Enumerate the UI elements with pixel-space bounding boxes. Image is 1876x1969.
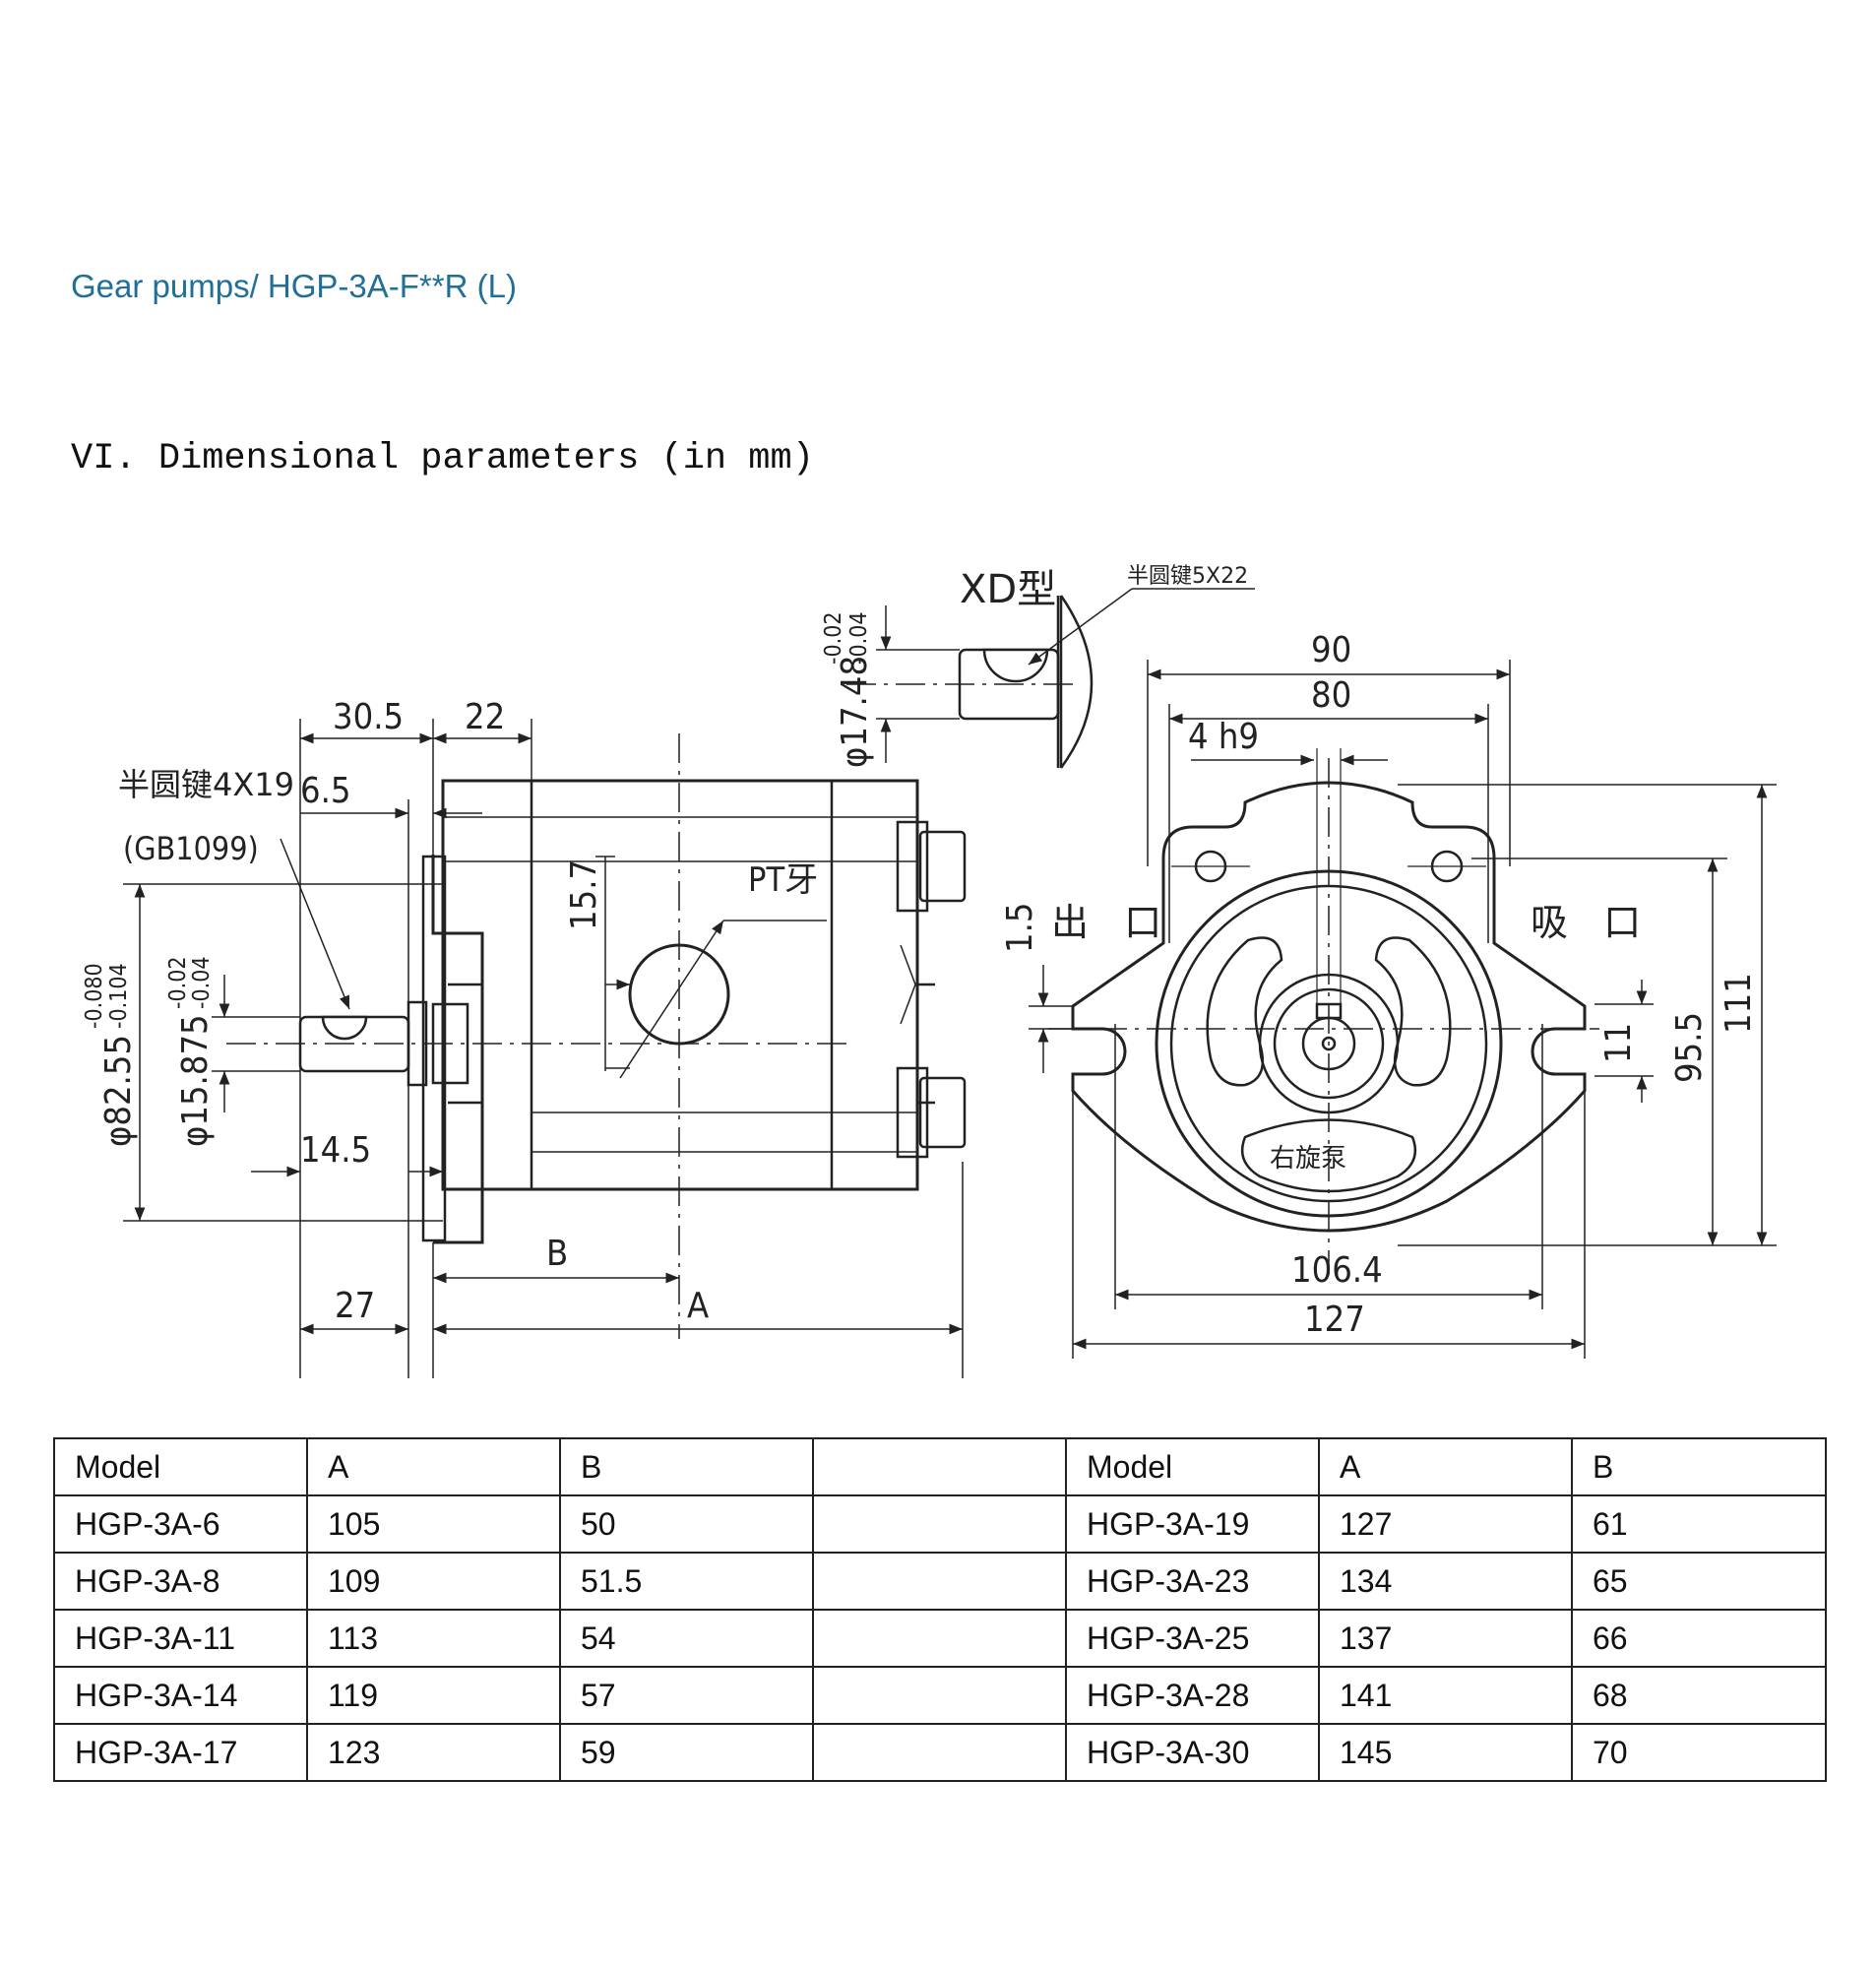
table-cell: 105: [306, 1494, 561, 1554]
table-cell: [812, 1552, 1067, 1611]
dim-30-5: 30.5: [333, 697, 404, 737]
technical-drawing: 30.5 22 6.5 半圆键4X19 (GB1099) 14.5 PT牙 B …: [82, 564, 1777, 1378]
xd-shaft-detail: [846, 588, 1255, 769]
front-view: [1029, 660, 1777, 1359]
table-cell: 50: [559, 1494, 814, 1554]
table-cell: HGP-3A-28: [1065, 1666, 1320, 1725]
dia-82-55-tol-lower: -0.104: [106, 963, 132, 1029]
table-cell: HGP-3A-30: [1065, 1723, 1320, 1782]
side-view-labels: 30.5 22 6.5 半圆键4X19 (GB1099) 14.5 PT牙 B …: [82, 697, 818, 1326]
table-cell: HGP-3A-17: [53, 1723, 308, 1782]
table-cell: 65: [1571, 1552, 1827, 1611]
dim-127: 127: [1304, 1300, 1365, 1340]
dim-111: 111: [1719, 973, 1759, 1034]
table-row: HGP-3A-8 109 51.5 HGP-3A-23 134 65: [53, 1552, 1827, 1611]
dim-11: 11: [1598, 1023, 1639, 1063]
table-cell: 70: [1571, 1723, 1827, 1782]
dim-15-7: 15.7: [564, 859, 604, 930]
side-view: [123, 719, 967, 1378]
table-cell: 109: [306, 1552, 561, 1611]
port-thread-label: PT牙: [748, 860, 818, 900]
dia-17-48-tol-lower: -0.04: [846, 611, 872, 665]
key-standard-label: (GB1099): [123, 830, 259, 867]
table-cell: 68: [1571, 1666, 1827, 1725]
table-row: HGP-3A-11 113 54 HGP-3A-25 137 66: [53, 1609, 1827, 1668]
table-cell: HGP-3A-6: [53, 1494, 308, 1554]
table-row: HGP-3A-14 119 57 HGP-3A-28 141 68: [53, 1666, 1827, 1725]
dim-95-5: 95.5: [1669, 1012, 1710, 1083]
table-cell: [812, 1609, 1067, 1668]
table-header-cell: B: [1571, 1437, 1827, 1496]
table-cell: 141: [1318, 1666, 1573, 1725]
front-view-labels: 90 80 4 h9 出 口 吸 口 1.5 11 95.5 111 106.4…: [1000, 630, 1759, 1340]
table-cell: [812, 1666, 1067, 1725]
dia-17-48: φ17.48: [835, 656, 875, 768]
dia-15-875: φ15.875: [175, 1014, 216, 1147]
dim-b: B: [546, 1234, 568, 1274]
table-cell: 61: [1571, 1494, 1827, 1554]
inlet-label: 吸 口: [1531, 901, 1653, 944]
dim-6-5: 6.5: [300, 771, 351, 811]
table-header-cell: B: [559, 1437, 814, 1496]
table-cell: HGP-3A-11: [53, 1609, 308, 1668]
table-row: HGP-3A-17 123 59 HGP-3A-30 145 70: [53, 1723, 1827, 1782]
table-cell: HGP-3A-19: [1065, 1494, 1320, 1554]
table-cell: 59: [559, 1723, 814, 1782]
table-header-cell: Model: [53, 1437, 308, 1496]
half-round-key-label: 半圆键4X19: [118, 766, 294, 803]
dim-a: A: [687, 1286, 709, 1326]
dim-80: 80: [1311, 675, 1351, 716]
xd-type-label: XD型: [960, 567, 1056, 612]
dim-4-h9: 4 h9: [1188, 717, 1259, 757]
table-cell: 145: [1318, 1723, 1573, 1782]
table-cell: HGP-3A-8: [53, 1552, 308, 1611]
dim-22: 22: [465, 697, 505, 737]
dim-106-4: 106.4: [1291, 1250, 1383, 1291]
table-header-cell: A: [306, 1437, 561, 1496]
section-title: VI. Dimensional parameters (in mm): [71, 438, 814, 479]
outlet-label: 出 口: [1051, 901, 1173, 944]
table-cell: 123: [306, 1723, 561, 1782]
dimension-table: Model A B Model A B HGP-3A-6 105 50 HGP-…: [53, 1437, 1827, 1782]
table-cell: 134: [1318, 1552, 1573, 1611]
dim-90: 90: [1311, 630, 1351, 670]
dia-82-55: φ82.55: [98, 1035, 139, 1147]
dia-82-55-tol-upper: -0.080: [82, 963, 107, 1029]
table-cell: HGP-3A-14: [53, 1666, 308, 1725]
table-cell: 137: [1318, 1609, 1573, 1668]
xd-key-label: 半圆键5X22: [1127, 564, 1248, 589]
dim-14-5: 14.5: [300, 1130, 371, 1171]
table-cell: [812, 1723, 1067, 1782]
table-header-cell: A: [1318, 1437, 1573, 1496]
table-cell: 66: [1571, 1609, 1827, 1668]
dim-1-5: 1.5: [1000, 903, 1040, 954]
table-header-row: Model A B Model A B: [53, 1437, 1827, 1496]
dia-15-875-tol-upper: -0.02: [165, 956, 191, 1009]
table-cell: 51.5: [559, 1552, 814, 1611]
table-cell: HGP-3A-23: [1065, 1552, 1320, 1611]
rotation-label: 右旋泵: [1270, 1144, 1346, 1174]
table-header-cell: [812, 1437, 1067, 1496]
dia-15-875-tol-lower: -0.04: [189, 956, 215, 1009]
table-header-cell: Model: [1065, 1437, 1320, 1496]
table-cell: [812, 1494, 1067, 1554]
xd-detail-labels: XD型 半圆键5X22 φ17.48 -0.02 -0.04: [821, 564, 1248, 768]
dia-17-48-tol-upper: -0.02: [821, 611, 846, 665]
table-cell: HGP-3A-25: [1065, 1609, 1320, 1668]
table-cell: 113: [306, 1609, 561, 1668]
product-title: Gear pumps/ HGP-3A-F**R (L): [71, 268, 517, 304]
table-cell: 57: [559, 1666, 814, 1725]
table-cell: 119: [306, 1666, 561, 1725]
table-row: HGP-3A-6 105 50 HGP-3A-19 127 61: [53, 1494, 1827, 1554]
table-cell: 54: [559, 1609, 814, 1668]
dim-27: 27: [335, 1286, 375, 1326]
table-cell: 127: [1318, 1494, 1573, 1554]
